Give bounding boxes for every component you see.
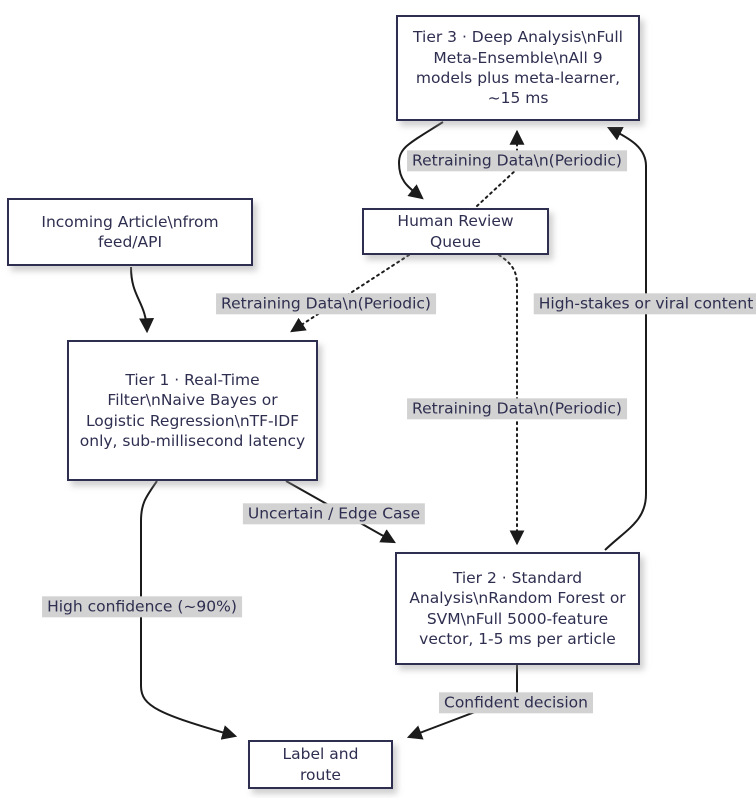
edge-label-high-stakes: High-stakes or viral content bbox=[533, 293, 756, 315]
node-tier3: Tier 3 · Deep Analysis\nFull Meta-Ensemb… bbox=[396, 15, 640, 121]
node-tier1-label: Tier 1 · Real-Time Filter\nNaive Bayes o… bbox=[79, 370, 306, 450]
node-label-and-route: Label and route bbox=[248, 740, 393, 789]
node-incoming-article: Incoming Article\nfrom feed/API bbox=[7, 198, 253, 266]
edge-tier2-tier3 bbox=[604, 126, 647, 551]
edge-label-retraining-left: Retraining Data\n(Periodic) bbox=[216, 293, 436, 315]
edge-tier3-human-review bbox=[397, 121, 444, 200]
node-tier2-label: Tier 2 · Standard Analysis\nRandom Fores… bbox=[409, 568, 626, 648]
edge-label-uncertain: Uncertain / Edge Case bbox=[242, 503, 426, 525]
edge-label-retraining-top: Retraining Data\n(Periodic) bbox=[407, 150, 627, 172]
edge-incoming-tier1 bbox=[130, 266, 155, 334]
node-human-review-queue: Human Review Queue bbox=[362, 208, 549, 255]
edge-human-review-tier1 bbox=[290, 254, 410, 333]
node-label-and-route-label: Label and route bbox=[282, 745, 359, 784]
node-tier3-label: Tier 3 · Deep Analysis\nFull Meta-Ensemb… bbox=[413, 28, 623, 108]
edge-human-review-tier2 bbox=[498, 254, 525, 546]
edge-tier1-label-route bbox=[140, 480, 238, 740]
edge-label-retraining-mid: Retraining Data\n(Periodic) bbox=[407, 398, 627, 420]
node-incoming-article-label: Incoming Article\nfrom feed/API bbox=[41, 212, 219, 251]
node-tier1: Tier 1 · Real-Time Filter\nNaive Bayes o… bbox=[67, 340, 318, 481]
node-human-review-queue-label: Human Review Queue bbox=[397, 212, 514, 251]
node-tier2: Tier 2 · Standard Analysis\nRandom Fores… bbox=[395, 552, 640, 665]
edge-label-confident: Confident decision bbox=[439, 692, 593, 714]
edge-label-high-confidence: High confidence (~90%) bbox=[42, 596, 242, 618]
